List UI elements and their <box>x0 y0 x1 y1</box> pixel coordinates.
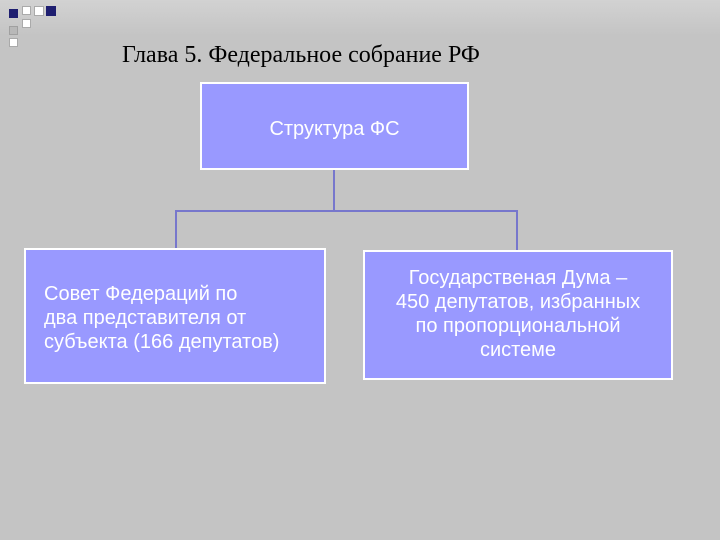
child-node-federation-council: Совет Федераций по два представителя от … <box>24 248 326 384</box>
child-node-state-duma: Государственая Дума – 450 депутатов, изб… <box>363 250 673 380</box>
top-band <box>0 0 720 36</box>
federation-council-label: Совет Федераций по два представителя от … <box>44 283 280 353</box>
state-duma-label: Государственая Дума – 450 депутатов, изб… <box>395 267 641 361</box>
decor-square-light <box>34 6 44 16</box>
slide-title: Глава 5. Федеральное собрание РФ <box>122 42 480 68</box>
decor-square-dark <box>46 6 56 16</box>
root-node-label: Структура ФС <box>269 118 400 140</box>
decor-square-light <box>9 38 18 47</box>
decor-square-light <box>22 6 31 15</box>
decor-square-light <box>22 19 31 28</box>
root-node-box: Структура ФС <box>200 82 469 170</box>
decor-square-grey <box>9 26 18 35</box>
decor-square-dark <box>9 9 18 18</box>
